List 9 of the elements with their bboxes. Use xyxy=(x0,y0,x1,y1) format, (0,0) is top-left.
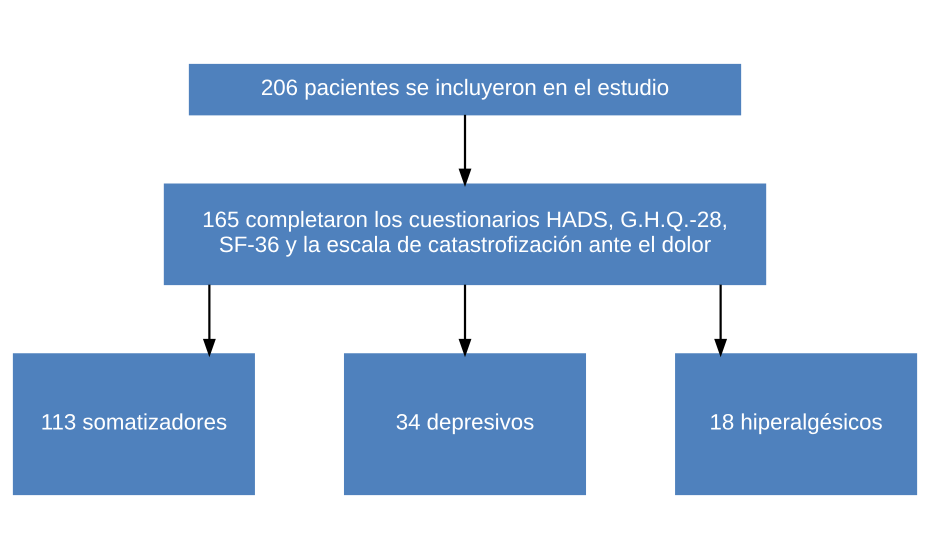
arrow xyxy=(714,284,728,358)
node-box: 165 completaron los cuestionarios HADS, G.H.Q.-28, SF-36 y la escala de catastrofización ante el dolor xyxy=(164,184,766,286)
node-box: 18 hiperalgésicos xyxy=(675,353,918,496)
arrow xyxy=(202,284,216,358)
arrow xyxy=(458,114,472,187)
node-box: 113 somatizadores xyxy=(12,353,255,496)
node-box: 206 pacientes se incluyeron en el estudio xyxy=(188,64,742,116)
arrow xyxy=(458,284,472,358)
node-box: 34 depresivos xyxy=(344,353,586,496)
